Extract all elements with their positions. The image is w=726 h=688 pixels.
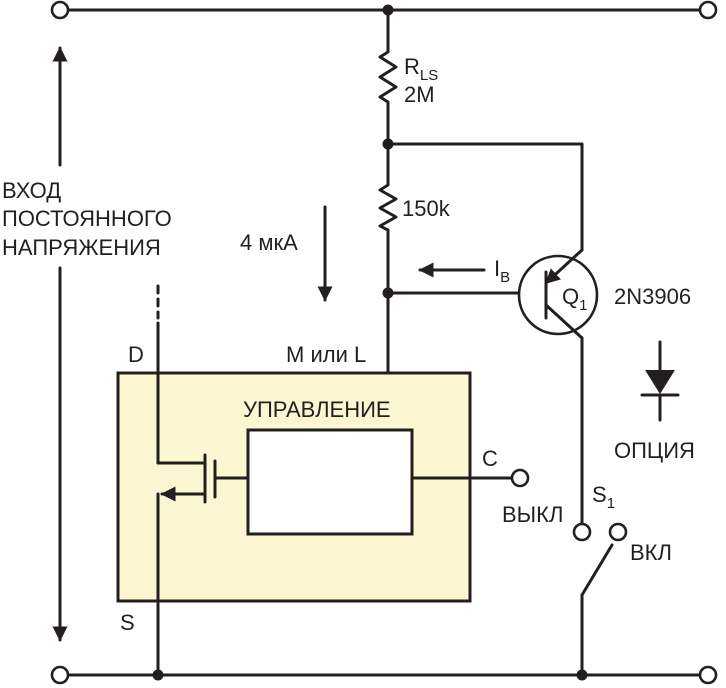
transistor-emitter (544, 248, 584, 285)
input-label-line3: НАПРЯЖЕНИЯ (2, 235, 161, 260)
switch-off-terminal (572, 522, 592, 542)
option-label: ОПЦИЯ (614, 438, 695, 463)
switch-off-label: ВЫКЛ (502, 502, 563, 527)
diode-icon (645, 370, 675, 394)
junction-top (382, 4, 394, 16)
input-label-line1: ВХОД (2, 178, 61, 203)
control-title: УПРАВЛЕНИЕ (243, 397, 391, 422)
pin-ml-label: M или L (286, 342, 366, 367)
r2-value: 150k (402, 196, 451, 221)
terminal-c (510, 468, 530, 488)
resistor-rls (378, 40, 398, 110)
q1-label: Q1 (562, 284, 587, 314)
emitter-wire (386, 142, 584, 252)
terminal-top-left (50, 0, 70, 20)
rls-value: 2M (404, 82, 435, 107)
pin-c-label: C (482, 446, 498, 471)
terminal-top-right (698, 0, 718, 20)
switch-blade (580, 543, 614, 597)
current-label: 4 мкА (240, 230, 298, 255)
pin-d-label: D (128, 342, 144, 367)
transistor-collector (544, 303, 584, 340)
switch-on-label: ВКЛ (630, 540, 672, 565)
terminal-bottom-right (698, 665, 718, 685)
switch-on-terminal (608, 522, 628, 542)
q1-part-label: 2N3906 (614, 284, 691, 309)
control-inner-box (246, 428, 414, 536)
rls-label: RLS (404, 54, 438, 84)
input-label-line2: ПОСТОЯННОГО (2, 206, 172, 231)
ib-label: IB (494, 256, 510, 286)
resistor-150k (378, 178, 398, 238)
terminal-bottom-left (50, 665, 70, 685)
transistor-q1-body (517, 254, 599, 336)
switch-s1-label: S1 (592, 482, 615, 512)
pin-s-label: S (120, 610, 135, 635)
